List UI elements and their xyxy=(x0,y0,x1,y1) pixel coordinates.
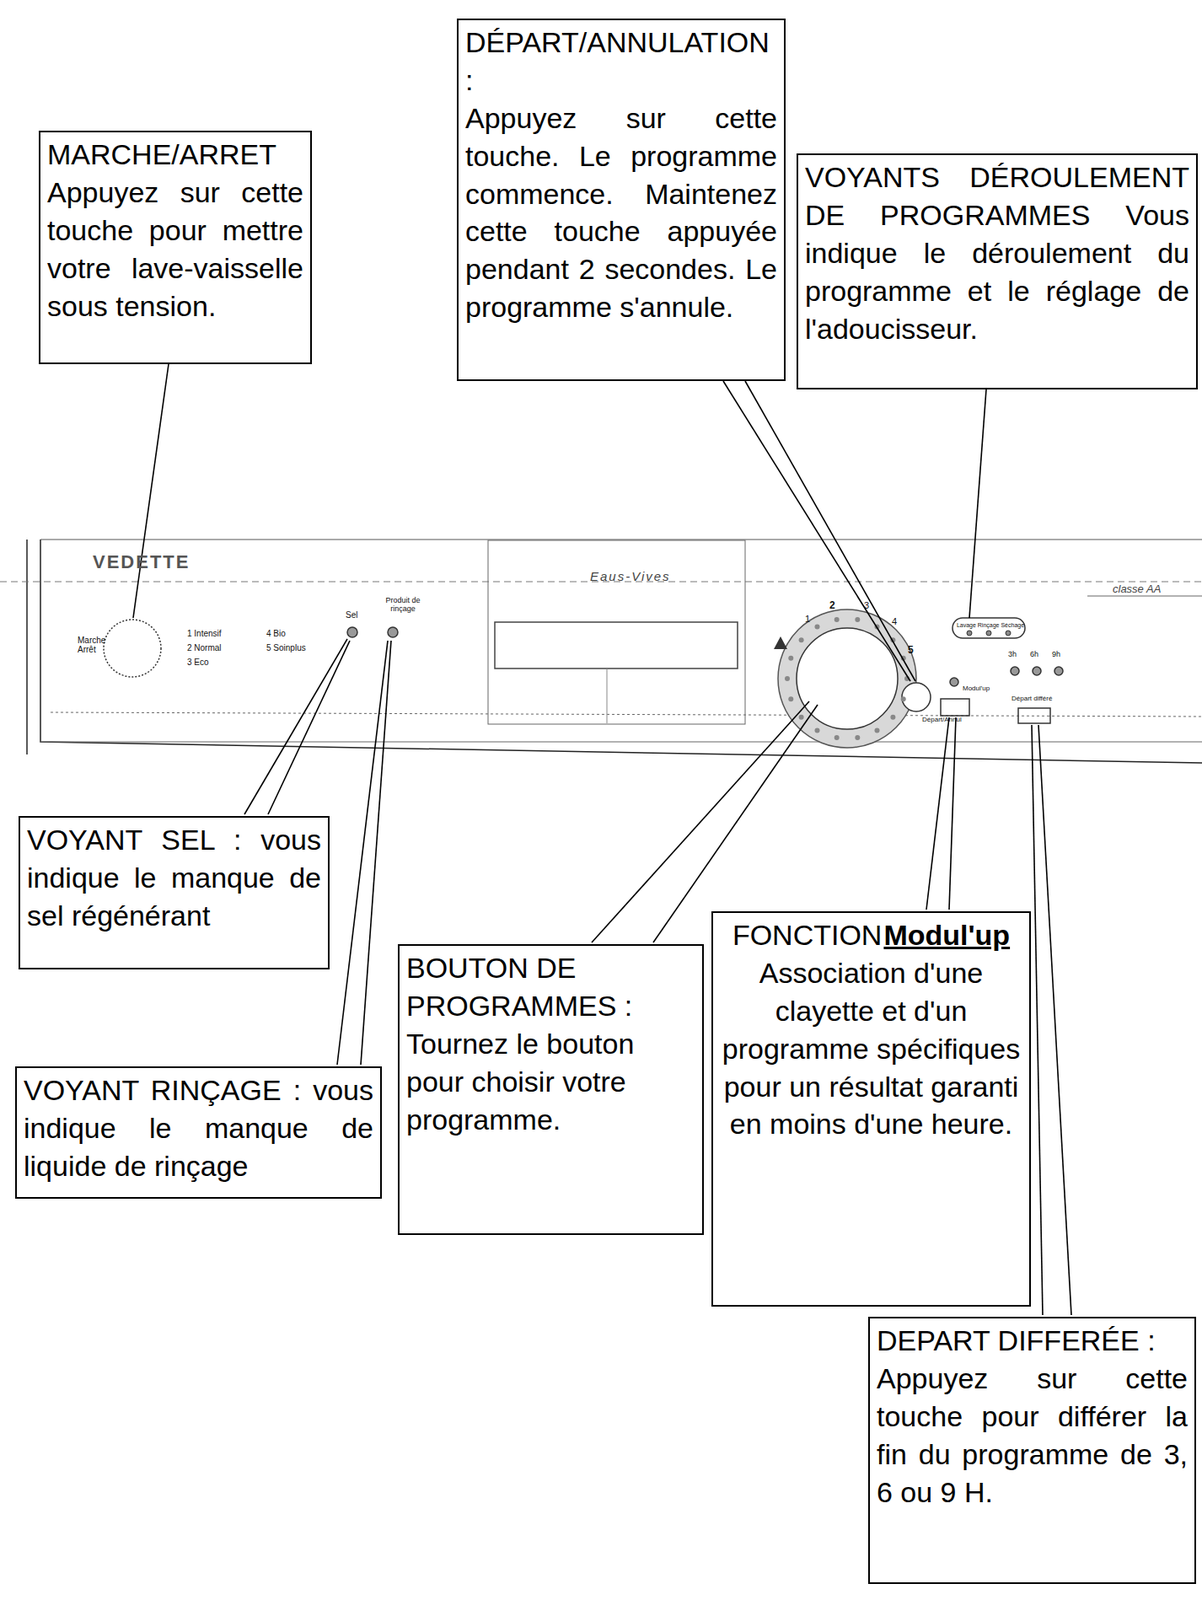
callout-heading: VOYANT SEL : vous indique le manque de s… xyxy=(26,821,322,935)
panel-label: 5 Soinplus xyxy=(266,643,334,653)
callout-box: DEPART DIFFERÉE :Appuyez sur cette touch… xyxy=(868,1316,1197,1584)
callout-heading: FONCTION xyxy=(732,918,883,951)
panel-label: Départ différé xyxy=(1011,695,1079,703)
progress-dots xyxy=(966,630,1011,636)
callout-text: Tournez le bouton pour choisir votre pro… xyxy=(406,1024,696,1139)
panel-label: 6h xyxy=(1030,650,1047,660)
panel-outline xyxy=(0,539,1202,763)
panel-label: classe AA xyxy=(1112,583,1189,596)
panel-label: 4 Bio xyxy=(266,628,326,639)
panel-label: Eaus-Vives xyxy=(590,569,692,585)
panel-label: VEDETTE xyxy=(92,552,211,573)
progress-oval xyxy=(952,617,1025,639)
salt-indicator xyxy=(347,627,358,638)
panel-label: 2 Normal xyxy=(187,643,263,653)
callout-heading: BOUTON DE PROGRAMMES : xyxy=(406,949,696,1025)
start-cancel-button xyxy=(901,682,931,712)
modulup-button xyxy=(940,698,970,716)
callout-text: Appuyez sur cette touche pour différer l… xyxy=(876,1359,1188,1512)
callout-text: Association d'une clayette et d'un progr… xyxy=(719,954,1023,1143)
delay-indicator xyxy=(1010,666,1020,676)
delay-button xyxy=(1018,708,1051,724)
callout-heading: DEPART DIFFERÉE : xyxy=(876,1321,1188,1360)
panel-label: 1 xyxy=(804,613,817,624)
panel-label: Sel xyxy=(345,610,371,620)
panel-label: Départ/Annul xyxy=(922,716,990,725)
panel-label: 5 xyxy=(907,644,920,656)
callout-text: Modul'up xyxy=(883,918,1010,951)
panel-label: Lavage Rinçage Séchage xyxy=(955,622,1025,629)
panel-label: 1 Intensif xyxy=(187,628,263,639)
delay-indicator xyxy=(1054,666,1063,676)
panel-label: 3h xyxy=(1008,650,1025,660)
callout-heading: VOYANT RINÇAGE : vous indique le manque … xyxy=(23,1071,374,1186)
callout-box: VOYANTS DÉROULEMENT DE PROGRAMMES Vous i… xyxy=(796,153,1198,390)
callout-heading: MARCHE/ARRET xyxy=(47,135,304,174)
callout-heading: VOYANTS DÉROULEMENT DE PROGRAMMES Vous i… xyxy=(804,158,1190,348)
panel-label: Modul'up xyxy=(962,685,1014,693)
callout-box: DÉPART/ANNULATION :Appuyez sur cette tou… xyxy=(456,18,786,381)
callout-box: VOYANT RINÇAGE : vous indique le manque … xyxy=(15,1066,382,1199)
callout-text: Appuyez sur cette touche. Le programme c… xyxy=(465,99,778,327)
ring-dots xyxy=(784,617,910,741)
middle-panel xyxy=(488,540,746,725)
callout-text: Appuyez sur cette touche pour mettre vot… xyxy=(47,173,304,326)
delay-indicator xyxy=(1032,666,1042,676)
callout-box: MARCHE/ARRETAppuyez sur cette touche pou… xyxy=(38,130,312,365)
rinse-indicator xyxy=(387,627,398,638)
program-ring xyxy=(778,609,917,748)
callout-box: VOYANT SEL : vous indique le manque de s… xyxy=(18,815,330,970)
panel-label: 2 xyxy=(829,600,842,612)
panel-label: 3 xyxy=(863,600,876,611)
panel-label: Produit de rinçage xyxy=(377,596,429,614)
program-symbol xyxy=(773,636,788,650)
panel-label: 9h xyxy=(1051,650,1069,660)
modulup-indicator xyxy=(949,677,959,687)
panel-label: 4 xyxy=(891,616,904,627)
panel-label: 3 Eco xyxy=(187,657,263,667)
callout-heading: DÉPART/ANNULATION : xyxy=(465,23,778,100)
handle xyxy=(494,622,738,669)
panel-label: Marche Arrêt xyxy=(77,635,112,655)
callout-box: FONCTIONModul'upAssociation d'une clayet… xyxy=(711,911,1031,1307)
callout-box: BOUTON DE PROGRAMMES :Tournez le bouton … xyxy=(397,944,704,1235)
on-off-knob xyxy=(103,619,161,677)
